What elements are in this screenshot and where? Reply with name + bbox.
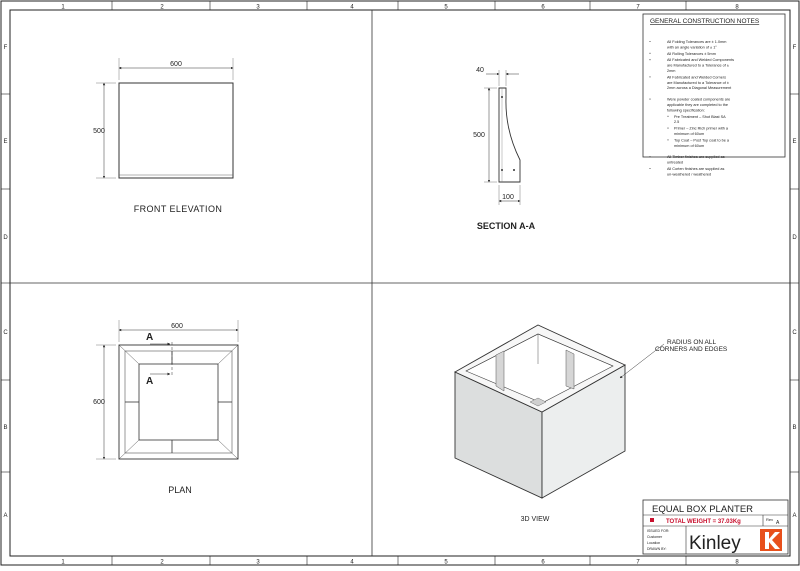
rev-label: Rev (766, 517, 773, 522)
three-d-view: RADIUS ON ALL CORNERS AND EDGES 3D VIEW (454, 324, 728, 523)
grid-col-label-bottom: 8 (735, 560, 739, 566)
grid-col-label-bottom: 5 (444, 560, 448, 566)
plan-outer-outline (118, 344, 239, 460)
grid-col-label-top: 6 (541, 5, 545, 11)
note-item: All Rolling Tolerances ± 5mm (667, 52, 716, 56)
info-line-4: DRAWN BY: (647, 547, 667, 551)
product-title: EQUAL BOX PLANTER (652, 504, 753, 515)
title-block: EQUAL BOX PLANTER TOTAL WEIGHT = 37.03Kg… (642, 499, 789, 555)
grid-col-label-top: 2 (160, 5, 164, 11)
section-top-dim-label: 40 (476, 67, 484, 74)
grid-row-label-right: A (792, 513, 796, 519)
construction-notes: GENERAL CONSTRUCTION NOTES All Folding T… (642, 13, 786, 176)
three-d-note-line1: RADIUS ON ALL (667, 339, 717, 346)
grid-col-label-bottom: 3 (256, 560, 260, 566)
grid-col-label-bottom: 1 (61, 560, 65, 566)
grid-col-label-top: 5 (444, 5, 448, 11)
grid-col-label-top: 7 (636, 5, 640, 11)
grid-row-label-right: C (792, 330, 797, 336)
front-width-dim-label: 600 (170, 61, 182, 68)
grid-col-label-top: 1 (61, 5, 65, 11)
section-title: SECTION A-A (477, 221, 536, 231)
info-line-3: Location (647, 541, 660, 545)
grid-col-label-bottom: 4 (350, 560, 354, 566)
section-height-dim-label: 500 (473, 132, 485, 139)
front-elevation-view: 600 500 FRONT ELEVATION (93, 58, 234, 214)
grid-row-label-left: E (3, 139, 7, 145)
notes-title: GENERAL CONSTRUCTION NOTES (650, 18, 760, 25)
grid-col-label-bottom: 6 (541, 560, 545, 566)
grid-row-label-right: F (793, 45, 797, 51)
grid-col-label-bottom: 2 (160, 560, 164, 566)
grid-row-label-left: D (3, 235, 8, 241)
section-bottom-dim-label: 100 (502, 194, 514, 201)
total-weight: TOTAL WEIGHT = 37.03Kg (666, 519, 741, 525)
info-line-1: ISSUED FOR: (647, 529, 669, 533)
brand-logo-text: Kinley (689, 533, 741, 554)
grid-col-label-top: 4 (350, 5, 354, 11)
brand-logo-icon (760, 529, 782, 551)
plan-height-dim-label: 600 (93, 399, 105, 406)
grid-row-label-left: F (4, 45, 8, 51)
three-d-note-line2: CORNERS AND EDGES (655, 346, 728, 353)
section-marker-top: A (146, 332, 153, 343)
front-height-dim-label: 500 (93, 128, 105, 135)
grid-row-label-right: E (792, 139, 796, 145)
plan-view: 600 600 A A PLAN (93, 320, 239, 495)
grid-row-label-left: A (3, 513, 7, 519)
front-elevation-title: FRONT ELEVATION (134, 204, 223, 214)
grid-col-label-top: 8 (735, 5, 739, 11)
section-profile (498, 87, 521, 183)
grid-row-label-right: D (792, 235, 797, 241)
section-marker-bottom: A (146, 376, 153, 387)
plan-width-dim-label: 600 (171, 323, 183, 330)
section-view: 40 500 100 SECTION A-A (473, 67, 535, 231)
info-line-2: Customer (647, 535, 663, 539)
grid-row-label-right: B (792, 425, 796, 431)
grid-row-label-left: B (3, 425, 7, 431)
grid-col-label-top: 3 (256, 5, 260, 11)
rev-value: A (776, 520, 780, 526)
front-elevation-outline (118, 82, 234, 179)
three-d-title: 3D VIEW (521, 516, 550, 523)
grid-row-label-left: C (3, 330, 8, 336)
plan-title: PLAN (168, 485, 192, 495)
grid-col-label-bottom: 7 (636, 560, 640, 566)
